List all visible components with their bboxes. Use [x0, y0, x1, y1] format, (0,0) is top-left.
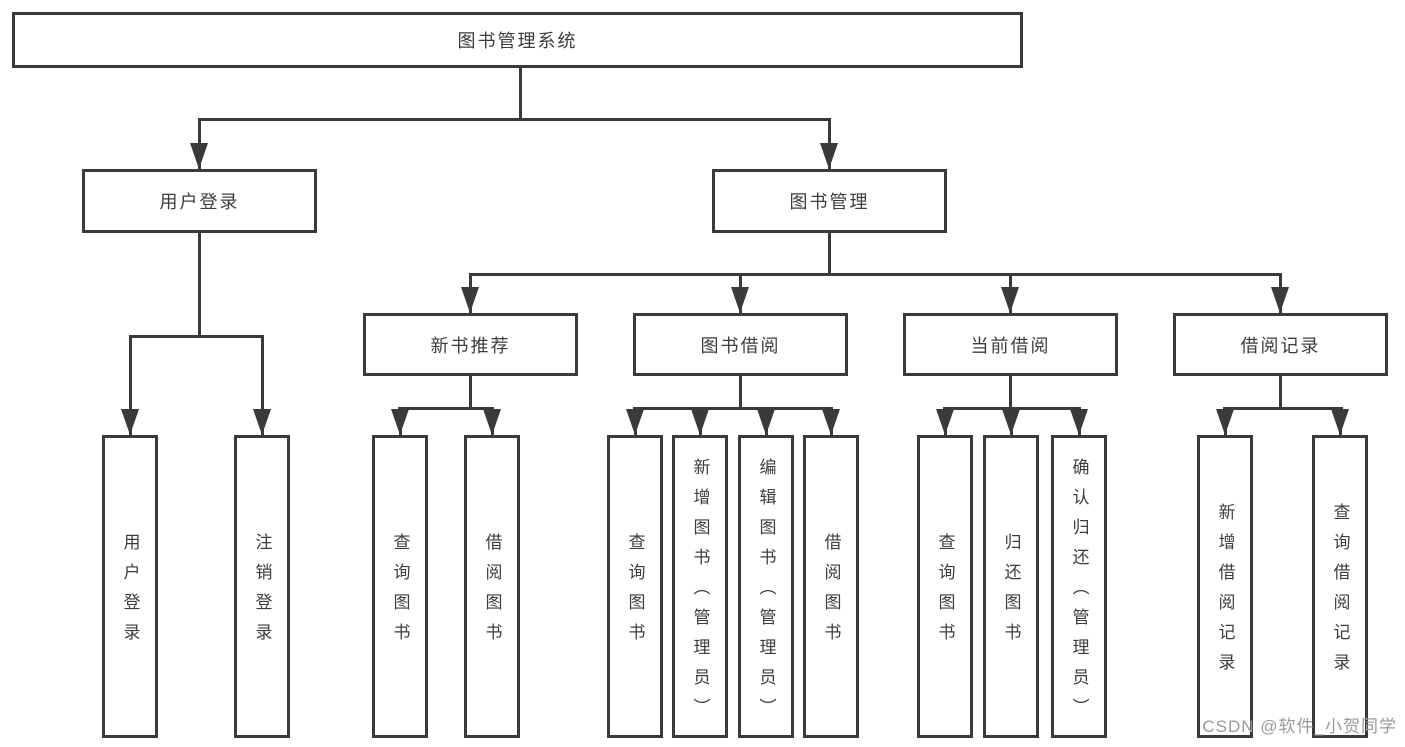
arrowhead-down-icon — [691, 409, 709, 435]
leaf-user-login: 用户登录 — [102, 435, 158, 738]
arrowhead-down-icon — [391, 409, 409, 435]
node-label: 图书管理系统 — [457, 31, 578, 51]
leaf-query-books: 查询图书 — [607, 435, 663, 738]
node-label: 用户登录 — [159, 192, 240, 212]
leaf-label: 查询图书 — [935, 533, 955, 653]
node-label: 图书借阅 — [700, 335, 781, 356]
connector-current-borrow-stem — [1009, 376, 1012, 410]
connector-root-stem — [519, 68, 522, 120]
leaf-query-books-current: 查询图书 — [917, 435, 973, 738]
leaf-label: 用户登录 — [120, 533, 140, 653]
connector-branch-new-book — [398, 407, 494, 410]
leaf-confirm-return-admin: 确认归还（管理员） — [1051, 435, 1107, 738]
arrowhead-down-icon — [1001, 287, 1019, 313]
connector-leaf-stem — [129, 335, 132, 435]
node-book-borrow: 图书借阅 — [633, 313, 848, 376]
leaf-borrow-books-recommend: 借阅图书 — [464, 435, 520, 738]
node-book-management: 图书管理 — [712, 169, 947, 233]
leaf-return-books: 归还图书 — [983, 435, 1039, 738]
arrowhead-down-icon — [121, 409, 139, 435]
node-current-borrow: 当前借阅 — [903, 313, 1118, 376]
arrowhead-down-icon — [483, 409, 501, 435]
connector-borrow-records-stem — [1279, 376, 1282, 410]
node-label: 当前借阅 — [970, 335, 1051, 356]
leaf-label: 编辑图书（管理员） — [756, 458, 776, 728]
connector-book-borrow-stem — [739, 376, 742, 410]
arrowhead-down-icon — [190, 143, 208, 169]
connector-user-login-stem — [198, 233, 201, 338]
arrowhead-down-icon — [757, 409, 775, 435]
node-user-login: 用户登录 — [82, 169, 317, 233]
arrowhead-down-icon — [1331, 409, 1349, 435]
connector-branch-user-login — [129, 335, 264, 338]
connector-new-book-stem — [469, 376, 472, 410]
leaf-borrow-books: 借阅图书 — [803, 435, 859, 738]
leaf-label: 注销登录 — [252, 533, 272, 653]
node-borrow-records: 借阅记录 — [1173, 313, 1388, 376]
node-label: 新书推荐 — [430, 335, 511, 356]
connector-branch-book-borrow — [633, 407, 833, 410]
node-library-management-system: 图书管理系统 — [12, 12, 1023, 68]
leaf-label: 借阅图书 — [821, 533, 841, 653]
arrowhead-down-icon — [731, 287, 749, 313]
leaf-add-books-admin: 新增图书（管理员） — [672, 435, 728, 738]
leaf-label: 查询图书 — [390, 533, 410, 653]
connector-leaf-stem — [261, 335, 264, 435]
node-label: 图书管理 — [789, 192, 870, 212]
arrowhead-down-icon — [936, 409, 954, 435]
leaf-label: 查询借阅记录 — [1330, 503, 1350, 683]
leaf-add-borrow-record: 新增借阅记录 — [1197, 435, 1253, 738]
leaf-label: 新增借阅记录 — [1215, 503, 1235, 683]
node-new-book-recommend: 新书推荐 — [363, 313, 578, 376]
leaf-label: 查询图书 — [625, 533, 645, 653]
arrowhead-down-icon — [1216, 409, 1234, 435]
leaf-label: 确认归还（管理员） — [1069, 458, 1089, 728]
leaf-logout: 注销登录 — [234, 435, 290, 738]
connector-book-management-stem — [828, 233, 831, 275]
leaf-query-books-recommend: 查询图书 — [372, 435, 428, 738]
watermark-text: CSDN @软件_小贺同学 — [1202, 717, 1397, 736]
leaf-edit-books-admin: 编辑图书（管理员） — [738, 435, 794, 738]
arrowhead-down-icon — [253, 409, 271, 435]
leaf-query-borrow-record: 查询借阅记录 — [1312, 435, 1368, 738]
arrowhead-down-icon — [1070, 409, 1088, 435]
arrowhead-down-icon — [626, 409, 644, 435]
connector-branch-borrow-records — [1223, 407, 1343, 410]
arrowhead-down-icon — [820, 143, 838, 169]
leaf-label: 归还图书 — [1001, 533, 1021, 653]
node-label: 借阅记录 — [1240, 335, 1321, 356]
arrowhead-down-icon — [1002, 409, 1020, 435]
arrowhead-down-icon — [1271, 287, 1289, 313]
arrowhead-down-icon — [822, 409, 840, 435]
leaf-label: 新增图书（管理员） — [690, 458, 710, 728]
arrowhead-down-icon — [461, 287, 479, 313]
connector-branch-level2 — [469, 273, 1282, 276]
connector-branch-level1 — [198, 118, 831, 121]
leaf-label: 借阅图书 — [482, 533, 502, 653]
